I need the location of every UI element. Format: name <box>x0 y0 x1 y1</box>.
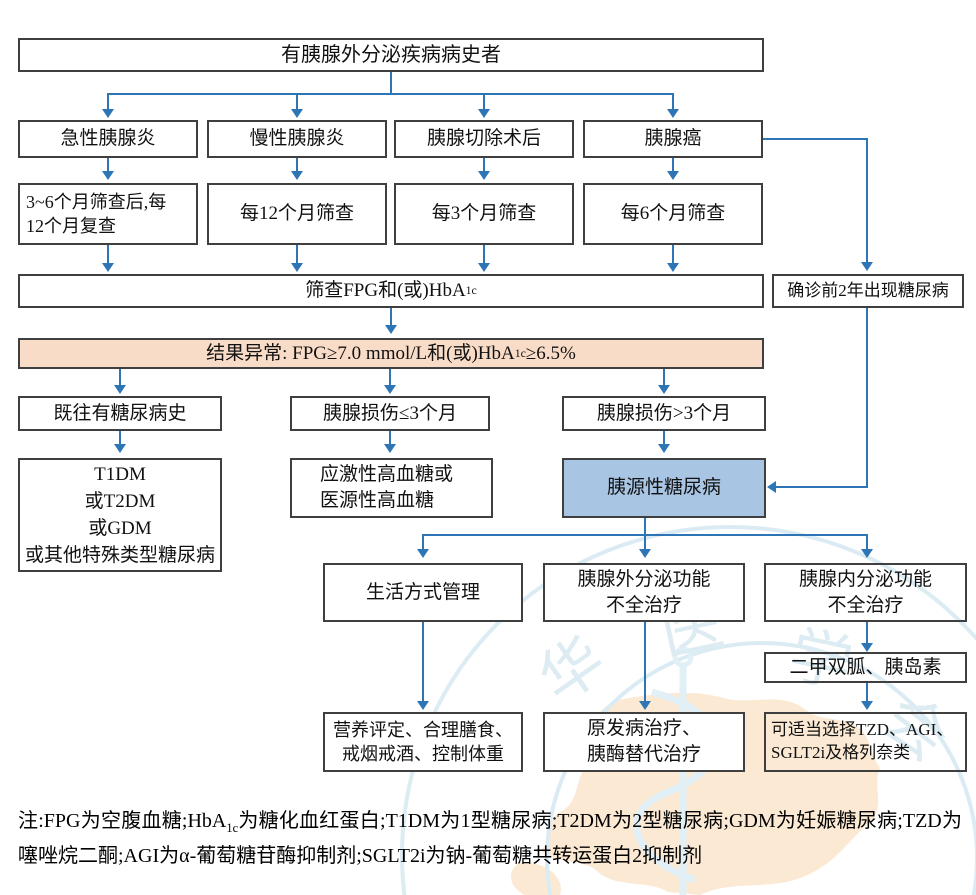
node-pancreatic-cancer: 胰腺癌 <box>583 120 763 158</box>
arrowhead-to-endocrine <box>861 549 873 558</box>
node-exocrine-insufficiency-treatment: 胰腺外分泌功能不全治疗 <box>543 563 745 622</box>
arrowhead-r3c4-down <box>667 263 679 272</box>
connector-to-exocrine <box>644 534 646 549</box>
connector-to-chronic <box>296 93 298 109</box>
node-lifestyle-management: 生活方式管理 <box>323 563 523 622</box>
arrowhead-to-cancer <box>667 109 679 118</box>
arrowhead-endocrine-metformin <box>861 643 873 652</box>
watermark-char-hua: 华 <box>528 625 618 716</box>
node-nutrition-management: 营养评定、合理膳食、戒烟戒酒、控制体重 <box>323 712 523 772</box>
connector-history-branch <box>107 93 674 95</box>
node-injury-le-3-months: 胰腺损伤≤3个月 <box>290 396 490 431</box>
arrowhead-r3c3-down <box>478 263 490 272</box>
watermark-outer-ring <box>400 525 976 895</box>
arrowhead-to-lifestyle <box>417 549 429 558</box>
connector-cancer-right <box>763 138 868 140</box>
node-endocrine-insufficiency-treatment: 胰腺内分泌功能不全治疗 <box>764 563 967 622</box>
connector-lifestyle-nutrition <box>422 622 424 702</box>
connector-abnormal-le3 <box>389 369 391 386</box>
connector-screen-abnormal <box>390 308 392 326</box>
node-prior-diabetes-history: 既往有糖尿病史 <box>18 396 222 431</box>
arrowhead-to-exocrine <box>639 549 651 558</box>
connector-r3c3-down <box>483 245 485 264</box>
arrowhead-acute-screen <box>102 171 114 180</box>
node-primary-disease-treatment: 原发病治疗、胰酶替代治疗 <box>543 712 745 772</box>
connector-endocrine-metformin <box>866 622 868 644</box>
arrowhead-to-chronic <box>291 109 303 118</box>
watermark-char-xue: 学 <box>783 622 858 701</box>
node-injury-gt-3-months: 胰腺损伤>3个月 <box>562 396 766 431</box>
connector-gt3-pancreatogenic <box>663 431 665 445</box>
node-drug-options: 可适当选择TZD、AGI、SGLT2i及格列奈类 <box>764 712 967 772</box>
node-chronic-pancreatitis: 慢性胰腺炎 <box>207 120 387 158</box>
arrowhead-to-acute <box>102 109 114 118</box>
arrowhead-le3-stress <box>384 444 396 453</box>
connector-r3c1-down <box>107 245 109 264</box>
connector-abnormal-gt3 <box>663 369 665 386</box>
arrowhead-postop-screen <box>478 171 490 180</box>
connector-chronic-screen <box>296 158 298 172</box>
arrowhead-abnormal-prior <box>114 385 126 394</box>
connector-metformin-drugs <box>866 683 868 702</box>
arrowhead-to-postop <box>478 109 490 118</box>
arrowhead-gt3-pancreatogenic <box>658 444 670 453</box>
connector-cancer-down <box>866 138 868 263</box>
arrowhead-cancer-screen <box>667 171 679 180</box>
connector-prior-types <box>119 431 121 445</box>
node-diabetes-before-diagnosis: 确诊前2年出现糖尿病 <box>772 274 964 308</box>
node-history: 有胰腺外分泌疾病病史者 <box>18 38 764 72</box>
connector-pre-diag-down <box>866 308 868 487</box>
node-post-pancreatectomy: 胰腺切除术后 <box>394 120 574 158</box>
node-cancer-screen-interval: 每6个月筛查 <box>583 183 763 245</box>
connector-history-stem <box>390 70 392 94</box>
node-postop-screen-interval: 每3个月筛查 <box>394 183 574 245</box>
node-stress-hyperglycemia: 应激性高血糖或医源性高血糖 <box>290 458 493 518</box>
node-pancreatogenic-diabetes: 胰源性糖尿病 <box>562 458 766 518</box>
connector-abnormal-prior <box>119 369 121 386</box>
arrowhead-exocrine-primary <box>639 701 651 710</box>
arrowhead-r3c2-down <box>291 263 303 272</box>
connector-to-cancer <box>672 93 674 109</box>
arrowhead-lifestyle-nutrition <box>417 701 429 710</box>
connector-r3c2-down <box>296 245 298 264</box>
connector-pancreatogenic-stem <box>644 518 646 535</box>
arrowhead-r3c1-down <box>102 263 114 272</box>
connector-r3c4-down <box>672 245 674 264</box>
connector-acute-screen <box>107 158 109 172</box>
connector-to-acute <box>107 93 109 109</box>
connector-exocrine-primary <box>644 622 646 702</box>
connector-to-endocrine <box>866 534 868 549</box>
arrowhead-pre-diag <box>861 262 873 271</box>
node-metformin-insulin: 二甲双胍、胰岛素 <box>764 652 967 683</box>
connector-cancer-screen <box>672 158 674 172</box>
arrowhead-metformin-drugs <box>861 701 873 710</box>
footnote: 注:FPG为空腹血糖;HbA1c为糖化血红蛋白;T1DM为1型糖尿病;T2DM为… <box>18 810 962 868</box>
connector-to-postop <box>483 93 485 109</box>
watermark-inner-ring <box>545 641 976 895</box>
node-chronic-screen-interval: 每12个月筛查 <box>207 183 387 245</box>
arrowhead-into-pancreatogenic <box>767 481 776 493</box>
connector-le3-stress <box>389 431 391 445</box>
arrowhead-screen-abnormal <box>385 325 397 334</box>
arrowhead-chronic-screen <box>291 171 303 180</box>
connector-postop-screen <box>483 158 485 172</box>
arrowhead-prior-types <box>114 444 126 453</box>
connector-pre-diag-left <box>770 486 868 488</box>
arrowhead-abnormal-le3 <box>384 385 396 394</box>
node-acute-pancreatitis: 急性胰腺炎 <box>18 120 198 158</box>
connector-to-lifestyle <box>422 534 424 549</box>
arrowhead-abnormal-gt3 <box>658 385 670 394</box>
